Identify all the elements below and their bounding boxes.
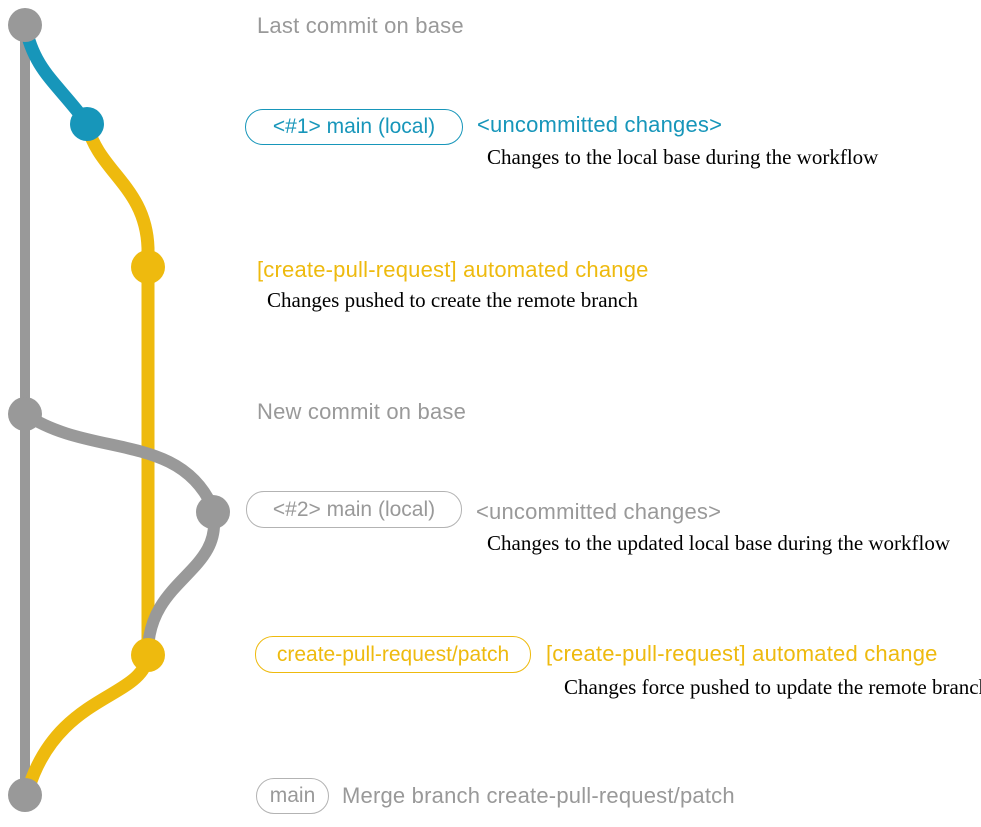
label-automated-change-2: [create-pull-request] automated change [546,641,938,666]
label-uncommitted-changes-2: <uncommitted changes> [476,499,722,524]
commit-node-merge [8,778,42,812]
edge-main1-to-patch-branch [80,117,155,662]
branch-pill-main-local-1: <#1> main (local) [245,109,463,145]
label-automated-change-1: [create-pull-request] automated change [257,257,649,282]
caption-local-base-changes: Changes to the local base during the wor… [487,145,879,169]
commit-node-last-base [8,8,42,42]
commit-node-new-base [8,397,42,431]
caption-pushed-create-remote: Changes pushed to create the remote bran… [267,288,638,312]
commit-node-main2 [196,495,230,529]
label-new-commit-on-base: New commit on base [257,399,467,424]
caption-updated-local-base-changes: Changes to the updated local base during… [487,531,951,555]
commit-node-automated1 [131,250,165,284]
label-last-commit-on-base: Last commit on base [257,13,464,38]
label-uncommitted-changes-1: <uncommitted changes> [477,112,723,137]
branch-pill-main: main [256,778,329,814]
caption-force-pushed-update-remote: Changes force pushed to update the remot… [564,675,981,699]
commit-node-main1 [70,107,104,141]
branch-pill-patch: create-pull-request/patch [255,636,531,673]
branch-pill-main-local-2: <#2> main (local) [246,491,462,528]
edge-base-to-main1 [18,18,93,129]
edge-base-to-main2 [19,408,218,512]
label-merge-message: Merge branch create-pull-request/patch [342,783,735,808]
commit-node-automated2 [131,638,165,672]
edge-patch2-to-merge [21,648,155,797]
edge-main2-to-patch2 [142,506,221,656]
